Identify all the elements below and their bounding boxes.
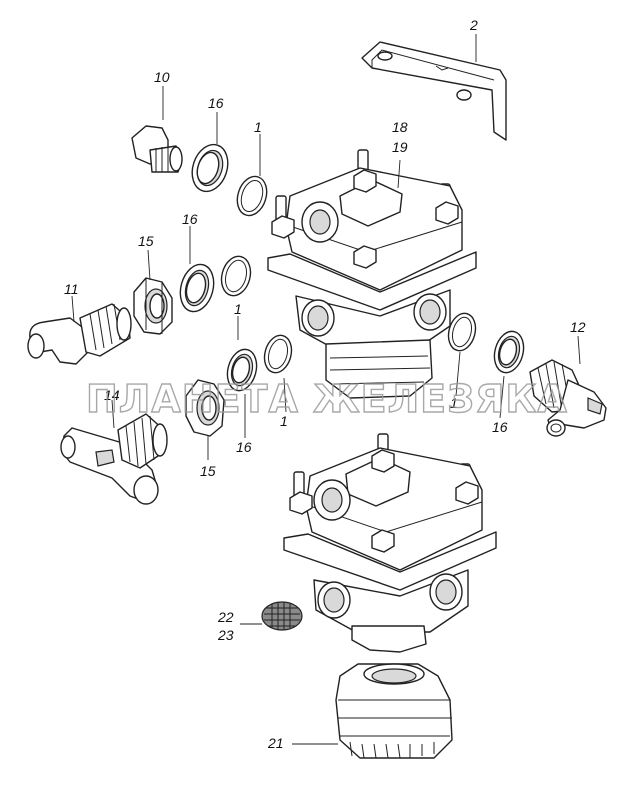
callout-15-upper: 15 [138, 233, 154, 249]
leader-lines [71, 34, 581, 745]
washer-top [191, 143, 229, 193]
washer-lower [226, 348, 258, 392]
callout-19: 19 [392, 139, 408, 155]
relay-valve-lower [283, 433, 497, 653]
nut-15-lower [185, 379, 225, 437]
callout-14: 14 [104, 387, 120, 403]
callout-16-right: 16 [492, 419, 508, 435]
callout-16-mid: 16 [182, 211, 198, 227]
plug-part [131, 125, 183, 173]
callout-1-lower: 1 [280, 413, 288, 429]
silencer-21 [335, 663, 453, 759]
washer-right [493, 330, 525, 374]
callout-16-lower: 16 [236, 439, 252, 455]
callout-15-lower: 15 [200, 463, 216, 479]
watermark-text: ПЛАНЕТА ЖЕЛЕЗЯКА [86, 377, 568, 421]
tee-fitting-14 [60, 413, 168, 505]
washer-mid-left [179, 263, 215, 313]
callout-1-right: 1 [450, 395, 458, 411]
relay-valve-upper [267, 149, 477, 399]
ring-mid-left [220, 255, 252, 297]
nut-15-upper [133, 277, 173, 335]
ring-top [236, 175, 268, 217]
callout-16-top: 16 [208, 95, 224, 111]
callout-22: 22 [217, 609, 234, 625]
callout-1-mid: 1 [234, 301, 242, 317]
elbow-fitting-12 [529, 359, 607, 437]
callout-23: 23 [217, 627, 234, 643]
filter-screen [261, 601, 303, 631]
callout-21: 21 [267, 735, 284, 751]
callout-1-top: 1 [254, 119, 262, 135]
mounting-bracket [361, 41, 507, 141]
callout-18: 18 [392, 119, 408, 135]
callout-labels: 2 10 16 1 18 19 16 15 11 1 12 14 1 1 16 … [64, 17, 586, 751]
callout-11: 11 [64, 281, 79, 297]
ring-lower-left [263, 334, 293, 374]
elbow-fitting-11 [27, 303, 132, 365]
ring-right [447, 312, 477, 352]
callout-2: 2 [469, 17, 478, 33]
callout-10: 10 [154, 69, 170, 85]
callout-12: 12 [570, 319, 586, 335]
